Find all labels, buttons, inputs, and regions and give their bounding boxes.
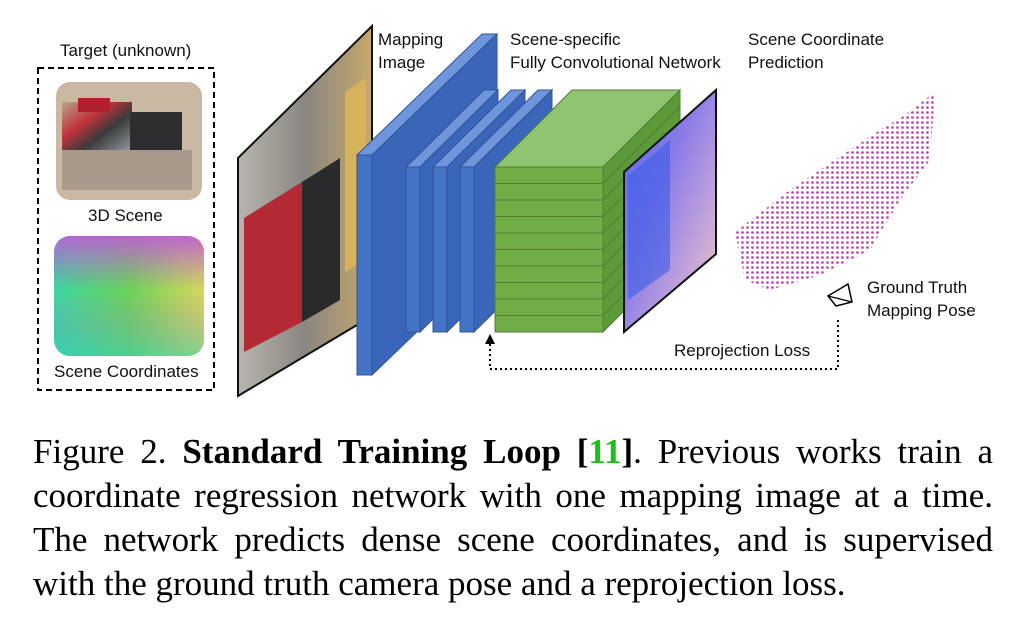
figure-caption: Figure 2. Standard Training Loop [11]. P…	[33, 430, 993, 606]
reprojection-loss-arrow	[485, 320, 839, 370]
mapping-image-label-line1: Mapping	[378, 30, 443, 49]
gt-pose-label-line1: Ground Truth	[867, 278, 967, 297]
caption-bracket-close: ]	[621, 432, 634, 471]
mapping-image	[237, 23, 373, 398]
prediction-label-line1: Scene Coordinate	[748, 30, 884, 49]
feature-slice-edge	[602, 106, 681, 184]
coords-label: Scene Coordinates	[54, 362, 199, 381]
camera-pose-icon	[826, 282, 853, 307]
prediction-image	[623, 87, 717, 335]
point-cloud	[735, 92, 935, 290]
target-dashed-box	[37, 67, 215, 391]
network-label-line2: Fully Convolutional Network	[510, 53, 721, 72]
caption-prefix: Figure 2.	[33, 432, 183, 471]
caption-title: Standard Training Loop	[182, 432, 561, 471]
gt-pose-label-line2: Mapping Pose	[867, 301, 976, 320]
caption-body: . Previous works train a coordinate regr…	[33, 432, 993, 603]
3d-scene-image	[56, 82, 202, 200]
figure-diagram: Target (unknown) 3D Scene Scene Coordina…	[37, 23, 976, 398]
citation-link[interactable]: 11	[588, 432, 622, 471]
caption-bracket-open: [	[560, 432, 589, 471]
prediction-label-line2: Prediction	[748, 53, 824, 72]
mapping-image-label-line2: Image	[378, 53, 425, 72]
network-label-line1: Scene-specific	[510, 30, 621, 49]
scene-label: 3D Scene	[88, 206, 163, 225]
loss-label: Reprojection Loss	[674, 341, 810, 360]
scene-coordinates-image	[54, 236, 204, 356]
target-label: Target (unknown)	[60, 41, 191, 60]
